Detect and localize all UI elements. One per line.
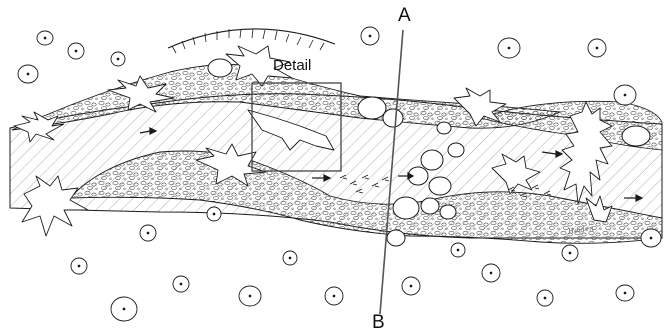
- cell-icon: [173, 276, 189, 292]
- cell-icon: [588, 39, 606, 57]
- cell-icon: [239, 286, 261, 306]
- cell-icon: [140, 225, 156, 241]
- curved-cap: [168, 29, 335, 53]
- section-label-a: A: [398, 6, 411, 25]
- cell-icon: [68, 43, 84, 59]
- cell-icon: [616, 285, 634, 301]
- detail-label: Detail: [273, 58, 311, 73]
- cell-icon: [614, 85, 636, 105]
- cell-icon: [71, 258, 87, 274]
- cell-icon: [641, 229, 661, 247]
- cell-icon: [207, 207, 221, 221]
- cell-icon: [498, 38, 520, 58]
- cell-icon: [482, 264, 500, 282]
- cell-icon: [18, 65, 38, 83]
- cell-icon: [283, 251, 297, 265]
- section-label-b: B: [372, 313, 385, 332]
- cell-icon: [451, 243, 465, 257]
- cell-icon: [361, 27, 379, 45]
- cell-icon: [537, 290, 553, 306]
- cell-icon: [402, 277, 420, 295]
- cell-icon: [37, 31, 53, 45]
- cell-icon: [111, 297, 137, 321]
- cell-icon: [111, 52, 125, 66]
- cell-icon: [562, 245, 578, 261]
- cell-icon: [325, 287, 343, 305]
